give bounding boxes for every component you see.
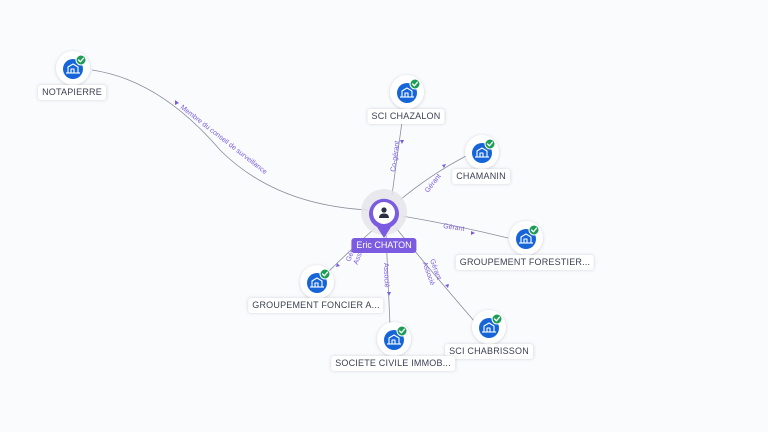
company-nodes bbox=[56, 51, 543, 356]
company-icon bbox=[482, 322, 496, 333]
edge-sci-chabrisson bbox=[395, 227, 476, 323]
edge-label-notapierre: Membre du conseil de surveillance bbox=[179, 104, 268, 176]
company-icon bbox=[310, 277, 324, 288]
arrow-sci-chabrisson bbox=[445, 284, 449, 288]
edges bbox=[91, 69, 509, 326]
node-groupement-forestier[interactable] bbox=[509, 221, 543, 255]
center-label[interactable]: Eric CHATON bbox=[351, 238, 417, 253]
node-label-sci-chabrisson[interactable]: SCI CHABRISSON bbox=[445, 344, 533, 359]
edge-groupement-forestier bbox=[401, 215, 509, 239]
company-icon bbox=[66, 63, 80, 74]
arrow-societe-civile bbox=[387, 292, 391, 296]
verified-check-icon bbox=[528, 224, 540, 236]
center-node[interactable] bbox=[361, 189, 407, 238]
company-icon bbox=[475, 147, 489, 158]
verified-check-icon bbox=[491, 313, 503, 325]
verified-check-icon bbox=[396, 325, 408, 337]
node-chamanin[interactable] bbox=[465, 135, 499, 169]
edge-label-sci-chazalon: Co-gérant bbox=[390, 140, 401, 172]
arrow-groupement-foncier bbox=[336, 263, 340, 267]
company-icon bbox=[387, 334, 401, 345]
edge-label-groupement-forestier: Gérant bbox=[443, 223, 465, 233]
edge-chamanin bbox=[399, 155, 467, 201]
node-label-groupement-forestier[interactable]: GROUPEMENT FORESTIER... bbox=[455, 255, 595, 270]
verified-check-icon bbox=[75, 54, 87, 66]
node-sci-chazalon[interactable] bbox=[390, 75, 424, 109]
verified-check-icon bbox=[484, 138, 496, 150]
company-icon bbox=[519, 233, 533, 244]
edge-label-societe-civile: Associé bbox=[382, 263, 390, 288]
arrow-notapierre bbox=[175, 100, 179, 105]
node-label-societe-civile[interactable]: SOCIETE CIVILE IMMOB... bbox=[331, 356, 455, 371]
node-societe-civile[interactable] bbox=[377, 322, 411, 356]
node-sci-chabrisson[interactable] bbox=[472, 310, 506, 344]
person-icon bbox=[379, 207, 389, 218]
edge-arrows bbox=[175, 100, 475, 296]
node-label-notapierre[interactable]: NOTAPIERRE bbox=[38, 85, 106, 100]
node-label-groupement-foncier[interactable]: GROUPEMENT FONCIER A... bbox=[248, 298, 384, 313]
node-groupement-foncier[interactable] bbox=[300, 265, 334, 299]
verified-check-icon bbox=[409, 78, 421, 90]
verified-check-icon bbox=[319, 268, 331, 280]
edge-label-sci-chabrisson: Gérant Associé bbox=[421, 258, 442, 286]
arrow-chamanin bbox=[442, 164, 446, 168]
company-icon bbox=[400, 87, 414, 98]
arrow-sci-chazalon bbox=[400, 140, 404, 144]
edge-label-chamanin: Gérant bbox=[424, 173, 443, 194]
arrow-groupement-forestier bbox=[471, 231, 475, 235]
node-label-sci-chazalon[interactable]: SCI CHAZALON bbox=[367, 109, 445, 124]
node-notapierre[interactable] bbox=[56, 51, 90, 85]
edge-notapierre bbox=[91, 69, 369, 211]
node-label-chamanin[interactable]: CHAMANIN bbox=[452, 169, 510, 184]
